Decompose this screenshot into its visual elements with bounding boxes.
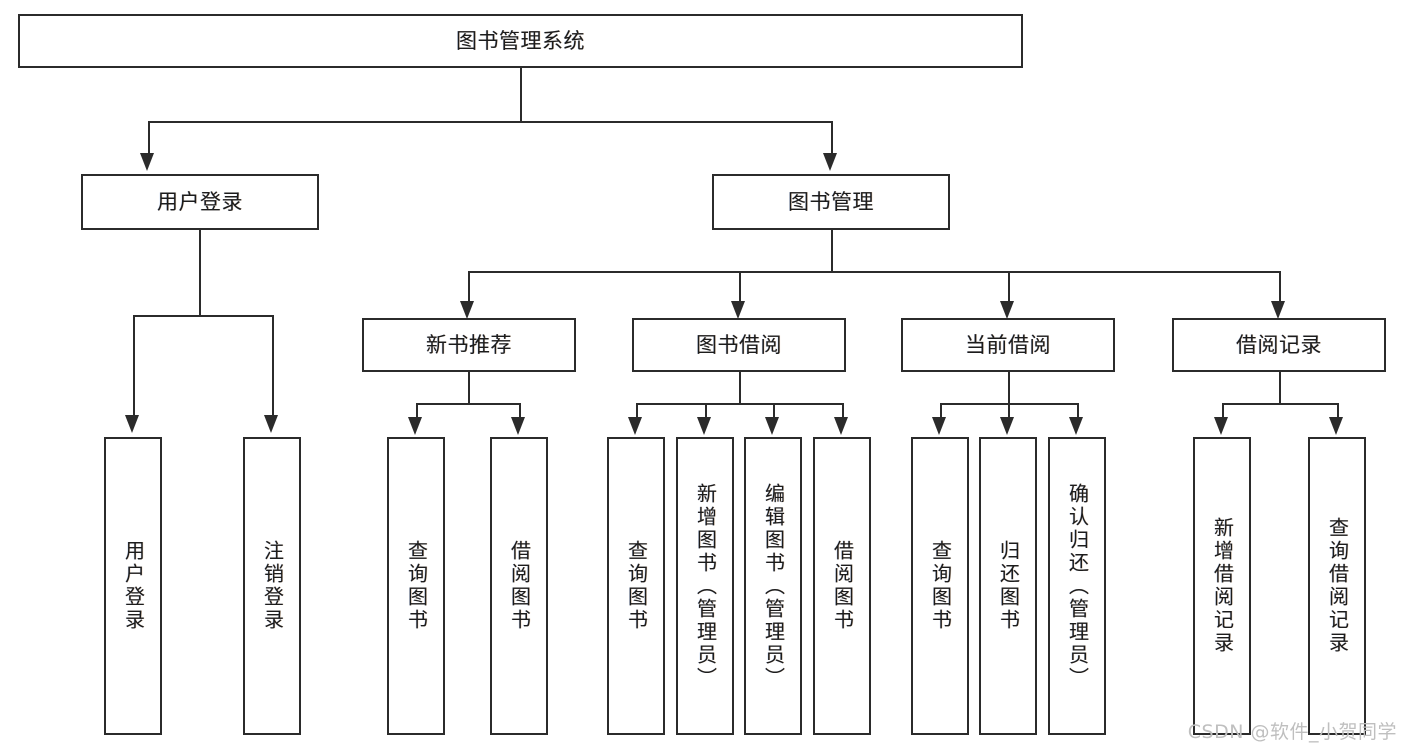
connector-book-borrow-stem (739, 372, 741, 404)
node-new-book-recommend[interactable]: 新书推荐 (362, 318, 576, 372)
connector-to-book-manage (831, 121, 833, 157)
arrow-new-book-child-1 (408, 417, 422, 435)
arrow-to-current-borrow (1000, 301, 1014, 319)
node-borrow-record[interactable]: 借阅记录 (1172, 318, 1386, 372)
connector-user-login-stem (199, 230, 201, 316)
node-label: 编辑图书（管理员） (761, 482, 786, 690)
connector-user-login-bus (133, 315, 273, 317)
arrow-borrow-record-child-2 (1329, 417, 1343, 435)
leaf-book-borrow-borrow[interactable]: 借阅图书 (813, 437, 871, 735)
connector-to-new-book (468, 271, 470, 305)
leaf-new-book-borrow[interactable]: 借阅图书 (490, 437, 548, 735)
connector-user-login-child-2 (272, 315, 274, 419)
connector-borrow-record-child-2 (1337, 403, 1339, 421)
connector-borrow-record-bus (1222, 403, 1337, 405)
connector-book-borrow-child-3 (773, 403, 775, 421)
connector-new-book-stem (468, 372, 470, 404)
node-label: 新增借阅记录 (1210, 517, 1235, 655)
node-label: 用户登录 (121, 540, 146, 632)
connector-book-borrow-child-4 (842, 403, 844, 421)
node-label: 当前借阅 (965, 332, 1051, 357)
arrow-current-borrow-child-2 (1000, 417, 1014, 435)
connector-new-book-bus (416, 403, 520, 405)
node-label: 查询图书 (624, 540, 649, 632)
connector-current-borrow-child-3 (1077, 403, 1079, 421)
connector-borrow-record-child-1 (1222, 403, 1224, 421)
arrow-user-login-child-2 (264, 415, 278, 433)
leaf-user-login-logout[interactable]: 注销登录 (243, 437, 301, 735)
node-label: 查询借阅记录 (1325, 517, 1350, 655)
node-label: 新书推荐 (426, 332, 512, 357)
leaf-book-borrow-add[interactable]: 新增图书（管理员） (676, 437, 734, 735)
arrow-to-user-login (140, 153, 154, 171)
arrow-to-book-borrow (731, 301, 745, 319)
node-label: 图书管理 (788, 189, 874, 214)
node-current-borrow[interactable]: 当前借阅 (901, 318, 1115, 372)
node-label: 图书借阅 (696, 332, 782, 357)
node-label: 查询图书 (928, 540, 953, 632)
leaf-current-borrow-return[interactable]: 归还图书 (979, 437, 1037, 735)
connector-to-book-borrow (739, 271, 741, 305)
connector-current-borrow-child-2 (1008, 403, 1010, 421)
connector-to-borrow-record (1279, 271, 1281, 305)
node-label: 确认归还（管理员） (1065, 482, 1090, 690)
node-label: 注销登录 (260, 540, 285, 632)
connector-new-book-child-2 (519, 403, 521, 421)
node-label: 借阅记录 (1236, 332, 1322, 357)
connector-current-borrow-child-1 (940, 403, 942, 421)
connector-user-login-child-1 (133, 315, 135, 419)
connector-book-borrow-bus (636, 403, 843, 405)
leaf-borrow-record-query[interactable]: 查询借阅记录 (1308, 437, 1366, 735)
node-book-management[interactable]: 图书管理 (712, 174, 950, 230)
connector-root-bus (148, 121, 832, 123)
connector-borrow-record-stem (1279, 372, 1281, 404)
node-label: 查询图书 (404, 540, 429, 632)
node-user-login[interactable]: 用户登录 (81, 174, 319, 230)
node-label: 图书管理系统 (456, 28, 585, 53)
connector-book-borrow-child-2 (705, 403, 707, 421)
arrow-to-borrow-record (1271, 301, 1285, 319)
connector-book-manage-stem (831, 230, 833, 272)
arrow-book-borrow-child-2 (697, 417, 711, 435)
connector-book-borrow-child-1 (636, 403, 638, 421)
arrow-current-borrow-child-3 (1069, 417, 1083, 435)
leaf-current-borrow-query[interactable]: 查询图书 (911, 437, 969, 735)
arrow-to-new-book (460, 301, 474, 319)
connector-to-user-login (148, 121, 150, 157)
node-label: 借阅图书 (830, 540, 855, 632)
arrow-current-borrow-child-1 (932, 417, 946, 435)
connector-current-borrow-stem (1008, 372, 1010, 404)
leaf-book-borrow-query[interactable]: 查询图书 (607, 437, 665, 735)
arrow-book-borrow-child-1 (628, 417, 642, 435)
node-book-borrow[interactable]: 图书借阅 (632, 318, 846, 372)
leaf-new-book-query[interactable]: 查询图书 (387, 437, 445, 735)
arrow-new-book-child-2 (511, 417, 525, 435)
leaf-user-login-login[interactable]: 用户登录 (104, 437, 162, 735)
leaf-borrow-record-add[interactable]: 新增借阅记录 (1193, 437, 1251, 735)
arrow-book-borrow-child-4 (834, 417, 848, 435)
node-label: 归还图书 (996, 540, 1021, 632)
connector-root-stem (520, 68, 522, 122)
connector-to-current-borrow (1008, 271, 1010, 305)
connector-book-manage-bus (468, 271, 1279, 273)
node-label: 用户登录 (157, 189, 243, 214)
arrow-book-borrow-child-3 (765, 417, 779, 435)
leaf-book-borrow-edit[interactable]: 编辑图书（管理员） (744, 437, 802, 735)
connector-new-book-child-1 (416, 403, 418, 421)
leaf-current-borrow-confirm[interactable]: 确认归还（管理员） (1048, 437, 1106, 735)
node-root-system[interactable]: 图书管理系统 (18, 14, 1023, 68)
arrow-borrow-record-child-1 (1214, 417, 1228, 435)
arrow-user-login-child-1 (125, 415, 139, 433)
node-label: 借阅图书 (507, 540, 532, 632)
arrow-to-book-manage (823, 153, 837, 171)
node-label: 新增图书（管理员） (693, 482, 718, 690)
